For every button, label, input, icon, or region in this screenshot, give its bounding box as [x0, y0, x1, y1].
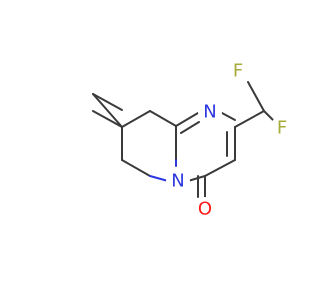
atom-fluorine-left: F — [226, 59, 250, 83]
bond-c2-cf2 — [234, 110, 265, 128]
atom-fluorine-right: F — [270, 116, 294, 140]
molecule-structure: N N O F F — [92, 59, 294, 221]
bond-c3-c4 — [204, 159, 236, 177]
atom-fluorine-left-label: F — [233, 61, 243, 82]
bond-c10-c8a — [149, 110, 177, 127]
bond-c9-methyl-1 — [92, 93, 123, 128]
bond-c9-methyl-2 — [92, 93, 123, 111]
bond-c8-ch2 — [121, 159, 151, 177]
bond-c8a-n-top-double — [180, 121, 200, 134]
bond-ch2-n-bridge — [149, 175, 169, 182]
bond-cf2-fluorine-left — [247, 81, 265, 112]
bond-c8a-n-top — [175, 112, 199, 127]
molecule-canvas: N N O F F — [92, 59, 294, 221]
atom-n-bridge: N — [166, 169, 190, 193]
bond-c9-c10 — [92, 110, 123, 128]
atom-oxygen-label: O — [198, 199, 212, 220]
bond-n-top-c2 — [221, 112, 236, 121]
atom-n-bridge-label: N — [171, 171, 184, 192]
atom-fluorine-right-label: F — [277, 118, 287, 139]
bond-c4-n-bridge — [187, 175, 206, 182]
atom-n-top-label: N — [203, 102, 216, 123]
atom-n-top: N — [198, 100, 222, 124]
bond-c9-c8 — [121, 110, 151, 128]
atom-oxygen: O — [193, 197, 217, 221]
